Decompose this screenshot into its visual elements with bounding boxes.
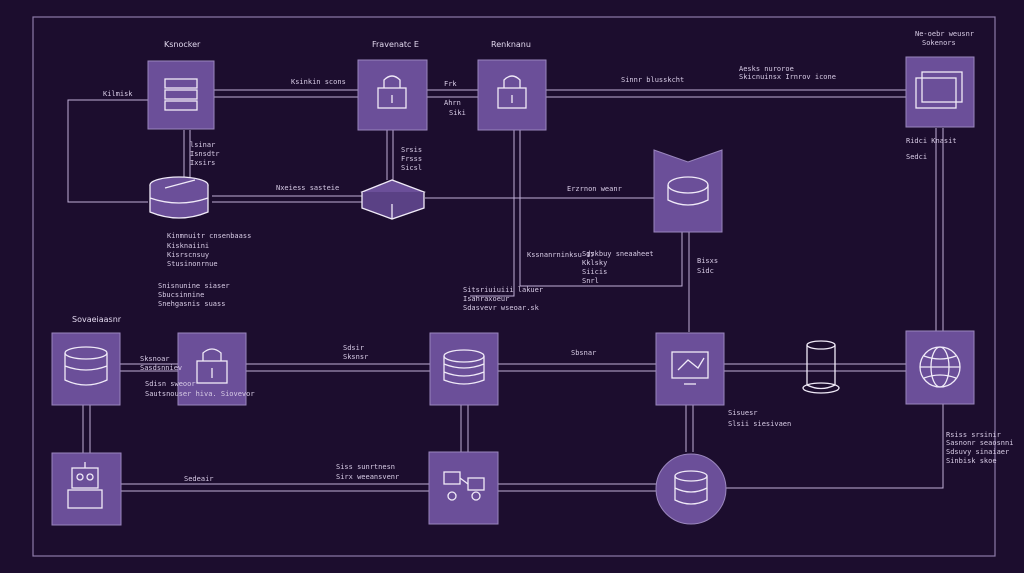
connector-label: Kisrscnsuy <box>167 251 209 259</box>
connector-label: Aesks nuroroe <box>739 65 794 73</box>
connector-label: Kisknaiini <box>167 242 209 250</box>
connector-label: Sedeair <box>184 475 214 483</box>
lock-icon <box>377 75 407 109</box>
lock-node-c[interactable] <box>177 332 247 406</box>
disk-stack-icon <box>443 349 485 385</box>
connector-layer <box>67 89 944 492</box>
monitor-node[interactable] <box>655 332 725 406</box>
connector-line <box>470 130 515 297</box>
connector-label: Frk <box>444 80 457 88</box>
connector-label: Kilmisk <box>103 90 133 98</box>
connector-label: Sbsnar <box>571 349 596 357</box>
database-circle-node[interactable] <box>655 453 727 525</box>
connector-label: Sksnsr <box>343 353 368 361</box>
connector-label: Kklsky <box>582 259 607 267</box>
connector-label: Sdsuvy sinaiaer <box>946 448 1009 456</box>
node-title: Fravenatc E <box>372 40 419 49</box>
connector-label: Isahraxoeur <box>463 295 509 303</box>
connector-label: Ixsirs <box>190 159 215 167</box>
database-stack-icon <box>674 470 708 505</box>
window-icon <box>915 71 963 109</box>
connector-label: Siki <box>449 109 466 117</box>
node-layer <box>51 56 975 526</box>
connector-label: Snehgasnis suass <box>158 300 225 308</box>
lock-node-b[interactable] <box>477 59 547 131</box>
connector-label: Bisxs <box>697 257 718 265</box>
connector-label: Sicsl <box>401 164 422 172</box>
connector-label: Ridci Knasit <box>906 137 957 145</box>
connector-label: Sasnonr seaosnni <box>946 439 1013 447</box>
server-stack-node[interactable] <box>147 60 215 130</box>
disk-folder-node[interactable] <box>653 149 723 233</box>
monitor-icon <box>671 351 709 385</box>
lock-icon <box>196 348 228 384</box>
node-title: Renknanu <box>491 40 531 49</box>
connector-label: Sidc <box>697 267 714 275</box>
connector-label: Sdskbuy sneaaheet <box>582 250 654 258</box>
connector-label: Sksnoar <box>140 355 170 363</box>
node-title: Sovaeiaasnr <box>72 315 122 324</box>
connector-label: Snrl <box>582 277 599 285</box>
connector-label: Rsiss srsinir <box>946 431 1001 439</box>
connector-line <box>67 99 148 203</box>
connector-label: Ahrn <box>444 99 461 107</box>
connector-label: Sdasvevr wseoar.sk <box>463 304 540 312</box>
connector-label: Siss sunrtnesn <box>336 463 395 471</box>
window-node[interactable] <box>905 56 975 128</box>
network-node[interactable] <box>428 451 499 525</box>
connector-label: Sinbisk skoe <box>946 457 997 465</box>
globe-node[interactable] <box>905 330 975 405</box>
disk-icon <box>667 176 709 206</box>
cylinder-node[interactable] <box>802 340 840 394</box>
connector-label: Sasdsnniev <box>140 364 182 372</box>
connector-label: Sautsnouser hiva. Siovevor <box>145 390 255 398</box>
connector-label: Snisnunine siaser <box>158 282 230 290</box>
connector-line <box>726 404 944 489</box>
globe-icon <box>919 346 961 388</box>
database-icon <box>64 346 108 386</box>
connector-label: Sedci <box>906 153 927 161</box>
connector-label: Srsis <box>401 146 422 154</box>
storage-crate-icon <box>360 179 426 220</box>
connector-label: Kinmnuitr cnsenbaass <box>167 232 251 240</box>
server-stack-icon <box>164 78 198 111</box>
connector-label: Sinnr blusskcht <box>621 76 684 84</box>
connector-label: Sdisn sweoor <box>145 380 196 388</box>
connector-label: Isnsdtr <box>190 150 220 158</box>
connector-label: Sbucsinnine <box>158 291 204 299</box>
database-node-lower[interactable] <box>51 332 121 406</box>
label-layer: Ksnocker Fravenatc E Renknanu Ne-oebr we… <box>72 30 1013 483</box>
connector-label: Kssnanrninksu 17 <box>527 251 594 259</box>
connector-label: Stusinonrnue <box>167 260 218 268</box>
lock-node-a[interactable] <box>357 59 428 131</box>
diagram-frame <box>32 16 996 557</box>
cylinder-icon <box>802 340 840 394</box>
database-node[interactable] <box>149 176 209 219</box>
node-title: Ksnocker <box>164 40 201 49</box>
connector-label: lsinar <box>190 141 215 149</box>
connector-label: Slsii siesivaen <box>728 420 791 428</box>
connector-label: Siicis <box>582 268 607 276</box>
robot-node[interactable] <box>51 452 122 526</box>
storage-crate-node[interactable] <box>360 179 426 220</box>
network-icon <box>443 471 485 501</box>
connector-label: Frsss <box>401 155 422 163</box>
node-title: Sokenors <box>922 39 956 47</box>
connector-label: Ksinkin scons <box>291 78 346 86</box>
connector-label: Sdsir <box>343 344 364 352</box>
disk-stack-node[interactable] <box>429 332 499 406</box>
robot-icon <box>67 462 103 509</box>
connector-label: Erzrnon weanr <box>567 185 622 193</box>
database-cylinder-icon <box>149 176 209 219</box>
lock-icon <box>497 75 527 109</box>
connector-label: Skicnuinsx Irnrov icone <box>739 73 836 81</box>
connector-label: Sirx weeansvenr <box>336 473 399 481</box>
connector-label: Sisuesr <box>728 409 758 417</box>
connector-line <box>519 130 683 287</box>
node-title: Ne-oebr weusnr <box>915 30 974 38</box>
connector-label: Sitsriuiuiii lakuer <box>463 286 543 294</box>
connector-label: Nxeiess sasteie <box>276 184 339 192</box>
